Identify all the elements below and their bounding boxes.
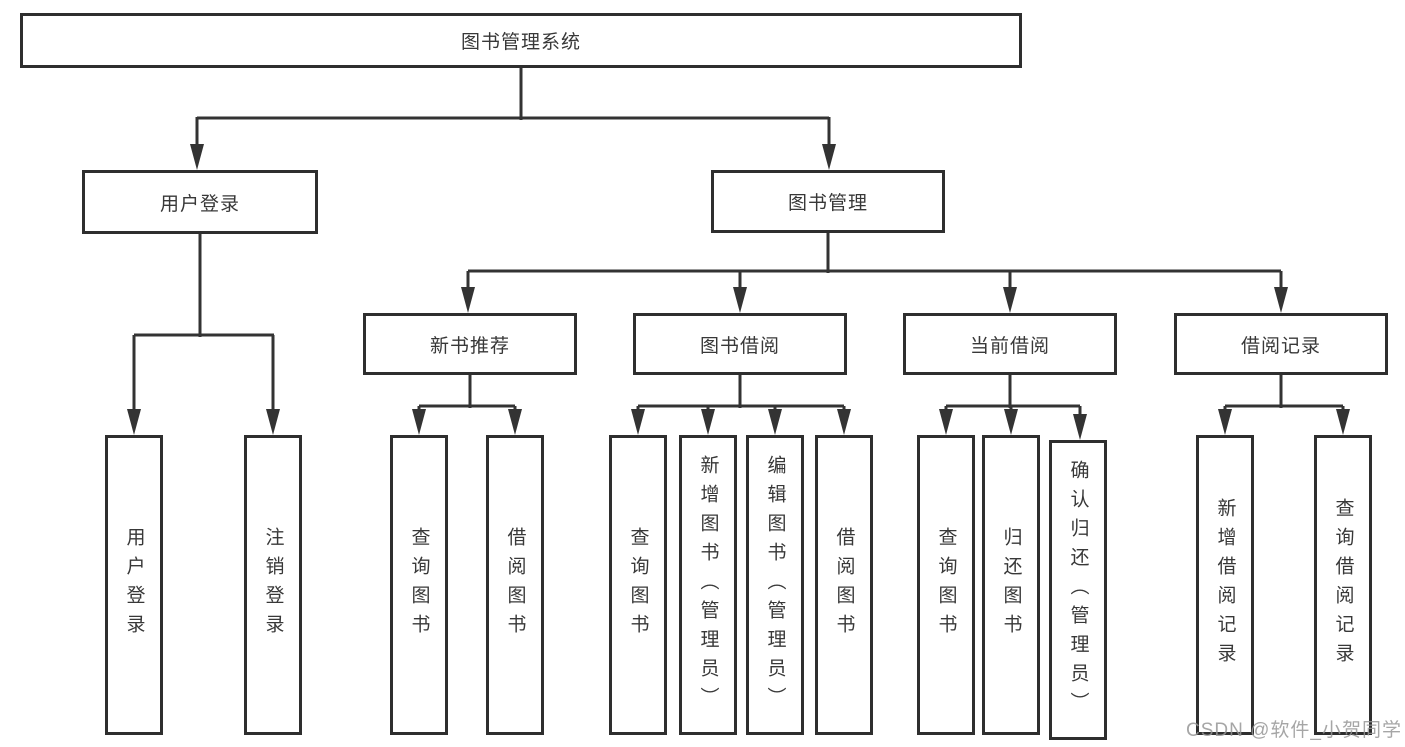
node-leaf-confirm-return-admin: 确认归还（管理员） (1049, 440, 1107, 740)
leaf-label: 用户登录 (123, 527, 145, 643)
leaf-label: 查询图书 (408, 527, 430, 643)
node-leaf-user-login: 用户登录 (105, 435, 163, 735)
node-book-borrowing: 图书借阅 (633, 313, 847, 375)
node-leaf-logout: 注销登录 (244, 435, 302, 735)
leaf-label: 注销登录 (262, 527, 284, 643)
leaf-label: 借阅图书 (833, 527, 855, 643)
node-leaf-edit-book-admin: 编辑图书（管理员） (746, 435, 804, 735)
node-leaf-query-books-borrowing: 查询图书 (609, 435, 667, 735)
leaf-label: 查询图书 (935, 527, 957, 643)
leaf-label: 新增借阅记录 (1214, 498, 1236, 672)
node-book-management: 图书管理 (711, 170, 945, 233)
leaf-label: 确认归还（管理员） (1067, 459, 1089, 721)
node-user-login: 用户登录 (82, 170, 318, 234)
node-leaf-query-books-recommend: 查询图书 (390, 435, 448, 735)
node-leaf-add-borrow-record: 新增借阅记录 (1196, 435, 1254, 735)
node-leaf-borrow-books-recommend: 借阅图书 (486, 435, 544, 735)
leaf-label: 归还图书 (1000, 527, 1022, 643)
node-leaf-add-book-admin: 新增图书（管理员） (679, 435, 737, 735)
node-leaf-return-book: 归还图书 (982, 435, 1040, 735)
csdn-watermark: CSDN @软件_小贺同学 (1186, 720, 1402, 741)
node-borrowing-records: 借阅记录 (1174, 313, 1388, 375)
node-new-book-recommendation: 新书推荐 (363, 313, 577, 375)
node-current-borrowing: 当前借阅 (903, 313, 1117, 375)
arrowheads (127, 144, 1350, 440)
node-leaf-query-borrow-record: 查询借阅记录 (1314, 435, 1372, 735)
node-leaf-borrow-books-borrowing: 借阅图书 (815, 435, 873, 735)
leaf-label: 编辑图书（管理员） (764, 454, 786, 716)
leaf-label: 查询借阅记录 (1332, 498, 1354, 672)
leaf-label: 新增图书（管理员） (697, 454, 719, 716)
node-leaf-query-books-current: 查询图书 (917, 435, 975, 735)
node-root-library-management-system: 图书管理系统 (20, 13, 1022, 68)
leaf-label: 查询图书 (627, 527, 649, 643)
leaf-label: 借阅图书 (504, 527, 526, 643)
